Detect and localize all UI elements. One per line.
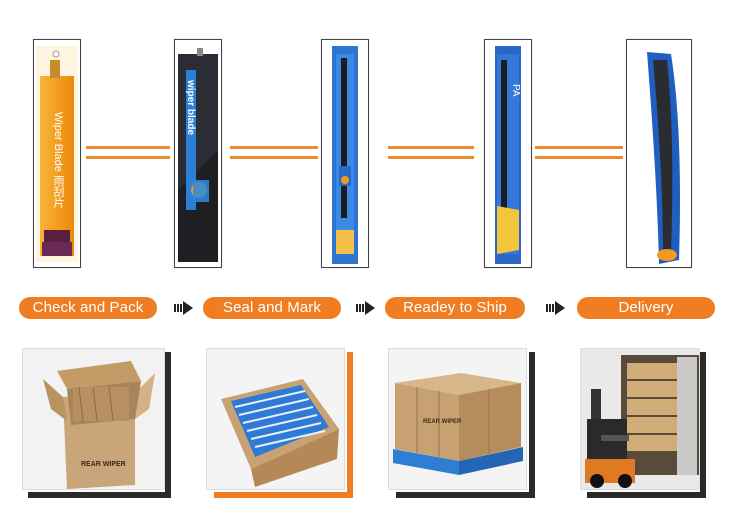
black-package-image: [178, 48, 218, 262]
blue-package-image: [332, 46, 358, 264]
photo-pallet-cartons: REAR WIPER: [388, 348, 527, 490]
open-carton-image: [23, 349, 164, 489]
connector-4: [535, 146, 623, 160]
carton-label: REAR WIPER: [81, 461, 126, 468]
pallet-cartons-image: [389, 349, 526, 489]
product-card-1: Wiper Blade 雨刮片: [33, 39, 81, 268]
connector-3: [388, 146, 474, 160]
product-card-4: PA: [484, 39, 532, 268]
photo-open-carton: REAR WIPER: [22, 348, 165, 490]
blue-yellow-package-image: [495, 46, 521, 264]
package-4-text: PA: [510, 84, 521, 97]
step-pill-check-and-pack: Check and Pack: [19, 297, 157, 319]
connector-1: [86, 146, 170, 160]
product-card-2: wiper blade: [174, 39, 222, 268]
photo-sealed-box: [206, 348, 345, 490]
step-pill-seal-and-mark: Seal and Mark: [203, 297, 341, 319]
arrow-right-icon: [356, 301, 375, 315]
arrow-right-icon: [174, 301, 193, 315]
photo-forklift-delivery: [580, 348, 700, 490]
step-pill-delivery: Delivery: [577, 297, 715, 319]
pallet-carton-label: REAR WIPER: [423, 419, 462, 425]
arrow-right-icon: [546, 301, 565, 315]
product-card-5: [626, 39, 692, 268]
box-with-packages-image: [207, 349, 344, 489]
product-card-3: [321, 39, 369, 268]
orange-package-image: [36, 46, 78, 262]
connector-2: [230, 146, 318, 160]
package-2-text: wiper blade: [185, 80, 196, 136]
package-1-text: Wiper Blade 雨刮片: [52, 112, 64, 208]
step-pill-readey-to-ship: Readey to Ship: [385, 297, 525, 319]
curved-blue-package-image: [647, 52, 680, 264]
forklift-image: [581, 349, 699, 489]
